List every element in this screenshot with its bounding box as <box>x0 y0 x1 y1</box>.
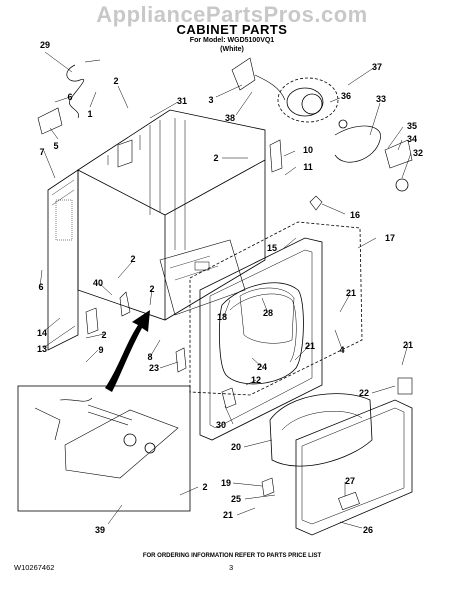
callout-2: 2 <box>130 254 135 264</box>
callout-14: 14 <box>37 328 47 338</box>
drum <box>269 393 373 467</box>
callout-2: 2 <box>101 330 106 340</box>
callout-6: 6 <box>38 282 43 292</box>
callout-32: 32 <box>413 148 423 158</box>
callout-18: 18 <box>217 312 227 322</box>
callout-17: 17 <box>385 233 395 243</box>
power-cord <box>66 64 85 119</box>
callout-2: 2 <box>149 284 154 294</box>
page-number: 3 <box>229 563 234 572</box>
callout-19: 19 <box>221 478 231 488</box>
callout-21: 21 <box>305 341 315 351</box>
callout-3: 3 <box>208 95 213 105</box>
callout-7: 7 <box>39 147 44 157</box>
callout-9: 9 <box>98 345 103 355</box>
front-panel <box>199 237 323 441</box>
callout-26: 26 <box>363 525 373 535</box>
callout-15: 15 <box>267 243 277 253</box>
callout-25: 25 <box>231 494 241 504</box>
callout-34: 34 <box>407 134 417 144</box>
callout-4: 4 <box>339 345 344 355</box>
callout-10: 10 <box>303 145 313 155</box>
door-opening <box>218 282 304 385</box>
callout-23: 23 <box>149 363 159 373</box>
callout-8: 8 <box>147 352 152 362</box>
ordering-note: FOR ORDERING INFORMATION REFER TO PARTS … <box>142 553 322 559</box>
callout-36: 36 <box>341 91 351 101</box>
assembly-arrow <box>105 310 150 392</box>
callout-11: 11 <box>303 162 313 172</box>
callout-5: 5 <box>53 141 58 151</box>
callout-13: 13 <box>37 344 47 354</box>
drive-motor <box>277 77 339 123</box>
callout-12: 12 <box>251 375 261 385</box>
dryer-door <box>295 399 413 536</box>
cabinet-body <box>77 109 266 321</box>
callout-2: 2 <box>113 76 118 86</box>
color-line: (White) <box>220 46 244 53</box>
callout-37: 37 <box>372 62 382 72</box>
callout-35: 35 <box>407 121 417 131</box>
callout-1: 1 <box>87 109 92 119</box>
callout-40: 40 <box>93 278 103 288</box>
watermark: AppliancePartsPros.com <box>96 2 368 27</box>
callout-27: 27 <box>345 476 355 486</box>
drive-belt <box>334 125 381 163</box>
side-panel <box>47 169 79 351</box>
callout-16: 16 <box>350 210 360 220</box>
callout-29: 29 <box>40 40 50 50</box>
callout-30: 30 <box>216 420 226 430</box>
callout-31: 31 <box>177 96 187 106</box>
callout-6: 6 <box>67 92 72 102</box>
callout-22: 22 <box>359 388 369 398</box>
callout-2: 2 <box>202 482 207 492</box>
callout-21: 21 <box>223 510 233 520</box>
document-number: W10267462 <box>14 563 55 572</box>
callout-33: 33 <box>376 94 386 104</box>
page-title: CABINET PARTS <box>176 22 288 37</box>
burner-assembly-box <box>17 385 191 512</box>
callout-21: 21 <box>346 288 356 298</box>
model-line: For Model: WGD5100VQ1 <box>189 37 275 44</box>
callout-28: 28 <box>263 308 273 318</box>
callout-21: 21 <box>403 340 413 350</box>
callout-20: 20 <box>231 442 241 452</box>
callout-39: 39 <box>95 525 105 535</box>
callout-24: 24 <box>257 362 267 372</box>
callout-38: 38 <box>225 113 235 123</box>
callout-2: 2 <box>213 153 218 163</box>
